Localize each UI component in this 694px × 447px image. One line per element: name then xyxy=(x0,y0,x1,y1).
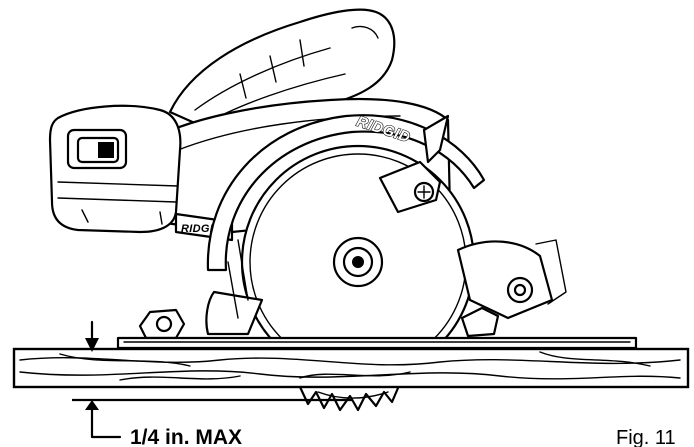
figure-label: Fig. 11 xyxy=(616,427,676,447)
workpiece-board xyxy=(12,347,690,412)
depth-label: 1/4 in. MAX xyxy=(130,426,242,447)
circular-saw-icon: RIDGID RIDGID xyxy=(48,8,638,380)
dimension-arrow-up-icon xyxy=(85,400,99,410)
depth-dimension: 1/4 in. MAX xyxy=(72,320,352,447)
dimension-arrow-down-icon xyxy=(85,338,99,352)
